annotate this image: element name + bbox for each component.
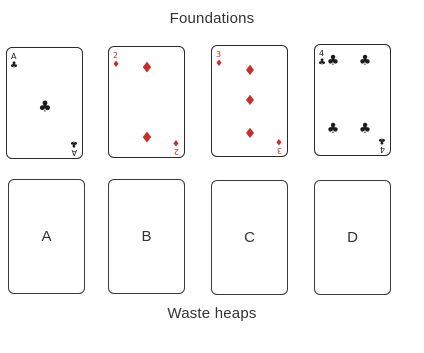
waste-heaps-title: Waste heaps xyxy=(0,305,424,322)
card-rank-index: 2 xyxy=(174,147,179,156)
card-face: 4♣4♣♣♣♣♣ xyxy=(315,45,392,157)
diamonds-index-icon: ♦ xyxy=(172,137,180,147)
card-rank-index: A xyxy=(11,52,17,61)
card-face: A♣A♣♣ xyxy=(7,48,84,160)
foundation-card-ace-of-clubs[interactable]: A♣A♣♣ xyxy=(6,47,83,159)
foundation-card-two-of-diamonds[interactable]: 2♦2♦♦♦ xyxy=(108,46,185,158)
card-rank-index: A xyxy=(71,148,77,157)
card-rank-index: 4 xyxy=(380,145,385,154)
foundations-title: Foundations xyxy=(0,10,424,27)
clubs-index-icon: ♣ xyxy=(318,58,326,68)
diamonds-pip-icon: ♦ xyxy=(244,126,257,142)
diamonds-pip-icon: ♦ xyxy=(244,63,257,79)
card-rank-index: 2 xyxy=(113,51,118,60)
foundation-card-three-of-diamonds[interactable]: 3♦3♦♦♦♦ xyxy=(211,45,288,157)
card-rank-index: 3 xyxy=(216,50,221,59)
diamonds-pip-icon: ♦ xyxy=(140,58,153,76)
waste-heap-slot-c[interactable]: C xyxy=(211,180,288,295)
diamonds-pip-icon: ♦ xyxy=(140,128,153,146)
card-face: 2♦2♦♦♦ xyxy=(109,47,186,159)
diamonds-index-icon: ♦ xyxy=(215,59,223,69)
card-face: 3♦3♦♦♦♦ xyxy=(212,46,289,158)
foundation-card-four-of-clubs[interactable]: 4♣4♣♣♣♣♣ xyxy=(314,44,391,156)
clubs-pip-icon: ♣ xyxy=(359,121,372,137)
diamonds-pip-icon: ♦ xyxy=(244,93,257,109)
waste-heap-slot-d[interactable]: D xyxy=(314,180,391,295)
clubs-pip-icon: ♣ xyxy=(327,53,340,69)
waste-heap-label: C xyxy=(244,229,255,246)
waste-heap-label: A xyxy=(41,228,51,245)
clubs-index-icon: ♣ xyxy=(70,138,78,148)
waste-heap-label: B xyxy=(141,228,151,245)
card-rank-index: 3 xyxy=(277,146,282,155)
clubs-pip-icon: ♣ xyxy=(359,53,372,69)
clubs-pip-icon: ♣ xyxy=(327,121,340,137)
card-rank-index: 4 xyxy=(319,49,324,58)
clubs-pip-icon: ♣ xyxy=(38,97,51,115)
diamonds-index-icon: ♦ xyxy=(275,136,283,146)
waste-heap-slot-b[interactable]: B xyxy=(108,179,185,294)
diamonds-index-icon: ♦ xyxy=(112,60,120,70)
clubs-index-icon: ♣ xyxy=(10,61,18,71)
clubs-index-icon: ♣ xyxy=(378,135,386,145)
waste-heap-slot-a[interactable]: A xyxy=(8,179,85,294)
waste-heap-label: D xyxy=(347,229,358,246)
